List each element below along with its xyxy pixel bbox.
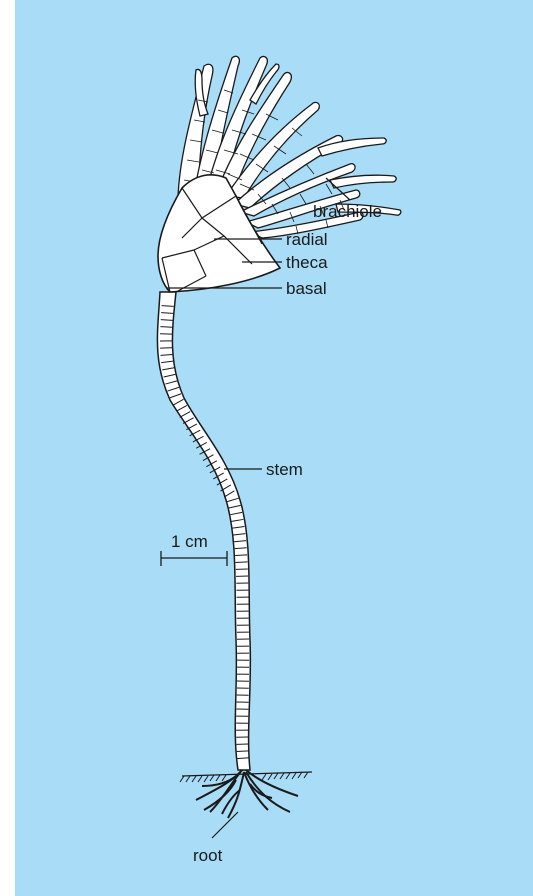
- label-theca: theca: [286, 253, 328, 272]
- label-brachiole: brachiole: [313, 202, 382, 221]
- label-stem: stem: [266, 460, 303, 479]
- stem-ossicle: [236, 562, 248, 563]
- leader-root: [212, 812, 238, 838]
- stem: [157, 292, 250, 770]
- label-radial: radial: [286, 230, 328, 249]
- label-basal: basal: [286, 279, 327, 298]
- stem-ossicle: [237, 751, 249, 752]
- root-branches: [196, 770, 298, 818]
- scale-bar: [161, 551, 227, 566]
- stem-ossicle: [160, 327, 172, 328]
- label-root: root: [193, 846, 223, 865]
- scale-bar-label: 1 cm: [171, 532, 208, 551]
